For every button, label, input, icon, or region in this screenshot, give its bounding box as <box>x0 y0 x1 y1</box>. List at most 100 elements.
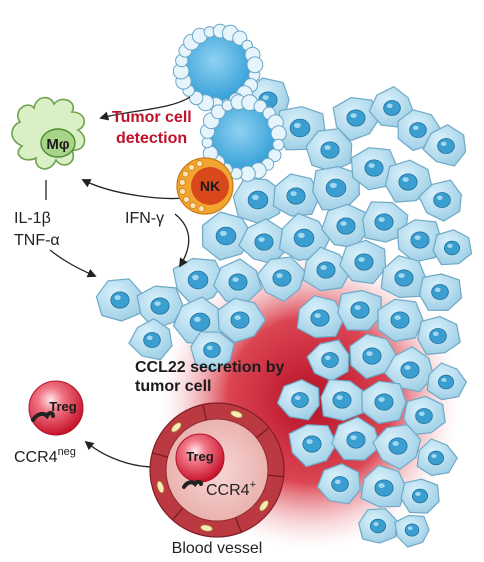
il1b-label: IL-1β <box>14 210 51 227</box>
macrophage: Mφ <box>11 96 86 170</box>
nk-granule <box>178 179 186 186</box>
tumor-cell-nucleus <box>404 523 420 537</box>
dying-tumor-cells <box>172 23 287 182</box>
ccr4pos-label: CCR4+ <box>206 479 256 499</box>
ccr4neg-label: CCR4neg <box>14 446 76 466</box>
tumor-cell-nucleus <box>411 488 428 504</box>
tumor-cell-nucleus <box>354 253 374 271</box>
tumor-cell <box>372 424 422 470</box>
arrow-nk-to-macrophage <box>81 179 186 200</box>
tumor-cell-nucleus <box>150 297 170 315</box>
treg-outside-label: Treg <box>49 399 77 414</box>
tumor-cell <box>417 315 461 356</box>
tumor-cell <box>213 258 263 304</box>
tumor-cell <box>361 380 407 425</box>
tumor-cell <box>256 256 306 302</box>
tumor-cell-nucleus <box>390 311 410 329</box>
tumor-cell-nucleus <box>293 228 315 248</box>
nk-granule <box>188 164 195 171</box>
tumor-cell <box>272 173 321 217</box>
nk-granule <box>182 170 189 178</box>
ccl22-line2: tumor cell <box>135 378 211 395</box>
tumor-cell <box>306 339 350 382</box>
tumor-cell-nucleus <box>291 392 309 408</box>
tumor-cell-nucleus <box>437 138 455 154</box>
tumor-cell-nucleus <box>409 122 427 138</box>
tumor-cell <box>377 298 424 342</box>
tumor-cell-nucleus <box>374 479 394 497</box>
tumor-cell <box>288 424 338 468</box>
tumor-cell <box>276 379 320 421</box>
tumor-cell <box>416 438 458 477</box>
nk-label: NK <box>200 178 220 194</box>
tumor-cell-nucleus <box>431 284 449 300</box>
tumor-cell <box>422 124 467 167</box>
tumor-cell <box>360 464 407 508</box>
endothelial-nucleus <box>200 524 213 532</box>
tumor-cell <box>337 289 382 331</box>
tnfa-label: TNF-α <box>14 232 60 249</box>
endothelial-nucleus <box>156 480 165 494</box>
ccr4-receptor <box>182 479 203 489</box>
tumor-cell <box>362 201 409 243</box>
blood-vessel-label: Blood vessel <box>172 540 263 557</box>
tumor-cell-nucleus <box>302 435 322 453</box>
membrane-bleb <box>210 104 226 120</box>
tumor-cell-nucleus <box>230 311 250 329</box>
tumor-cell <box>384 346 435 393</box>
tumor-cell-nucleus <box>228 273 248 291</box>
tumor-cell-nucleus <box>247 190 269 210</box>
nk-cell: NK <box>176 157 234 215</box>
tumor-cell-nucleus <box>286 187 306 205</box>
tumor-cell-nucleus <box>394 269 414 287</box>
tumor-cell-nucleus <box>332 391 352 409</box>
tumor-cell <box>217 297 266 344</box>
tumor-cell <box>403 395 446 436</box>
macrophage-nucleus <box>40 128 76 158</box>
tumor-cell-nucleus <box>437 374 454 390</box>
tumor-cell-nucleus <box>364 159 384 177</box>
tumor-cell <box>384 159 433 203</box>
tumor-cell <box>190 331 235 372</box>
tumor-cell-nucleus <box>320 141 340 159</box>
treg-cell-outside: Treg <box>28 380 84 436</box>
tumor-cell <box>136 285 184 330</box>
ccr4-receptor-absent-marker <box>31 411 55 422</box>
endothelial-nucleus <box>230 410 243 419</box>
nk-granule <box>183 196 190 203</box>
membrane-bleb <box>272 138 285 151</box>
dying-cell-bottom <box>200 94 287 182</box>
tumor-cell <box>331 416 381 461</box>
treg-inside-label: Treg <box>186 449 214 464</box>
tumor-cell <box>349 333 398 380</box>
tumor-cell <box>172 257 226 306</box>
tumor-cell-nucleus <box>203 342 221 358</box>
tumor-cell <box>418 179 462 222</box>
tumor-cell <box>316 463 361 505</box>
tumor-cell <box>380 255 427 298</box>
tumor-cell-nucleus <box>383 100 401 116</box>
tumor-cell <box>201 211 254 261</box>
tumor-cell-nucleus <box>374 213 394 231</box>
arrow-ifn-to-tumor <box>174 213 190 268</box>
tumor-cell-nucleus <box>346 109 366 127</box>
membrane-bleb <box>253 99 268 114</box>
tumor-cell <box>426 362 467 401</box>
tumor-cell-nucleus <box>189 312 211 332</box>
tumor-cell-nucleus <box>143 332 161 348</box>
ccl22-line1: CCL22 secretion by <box>135 359 284 376</box>
tumor-cell <box>432 229 473 266</box>
tumor-cell <box>400 478 440 514</box>
tumor-cell-cluster <box>95 77 473 548</box>
tumor-cell-nucleus <box>415 408 433 424</box>
tumor-cell-nucleus <box>388 437 408 455</box>
nk-granule <box>179 188 186 195</box>
tumor-cell-nucleus <box>346 431 366 449</box>
nk-granule <box>198 205 205 213</box>
tumor-cell-nucleus <box>350 301 370 319</box>
nk-granule <box>196 160 203 167</box>
tumor-cell-nucleus <box>187 270 209 290</box>
tumor-cell <box>394 514 430 548</box>
tumor-cell <box>396 219 442 263</box>
